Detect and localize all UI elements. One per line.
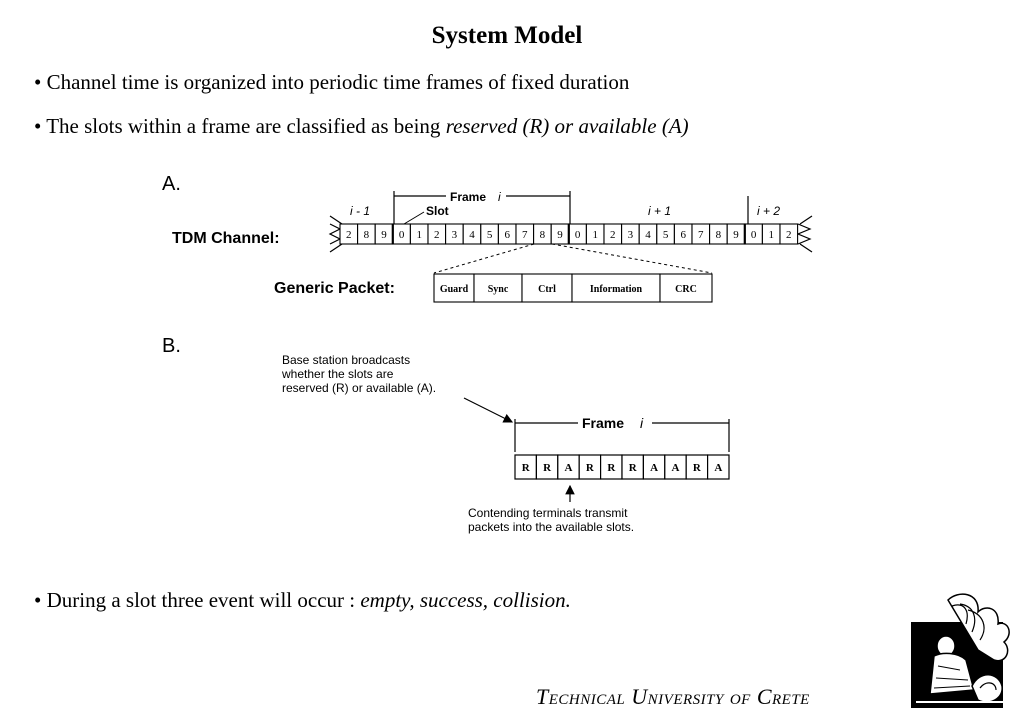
slide-title: System Model bbox=[431, 22, 583, 49]
tdm-slot-number: 8 bbox=[364, 229, 370, 241]
university-word: CRETE bbox=[756, 684, 810, 709]
channel-break-left bbox=[328, 223, 342, 245]
slot-pointer bbox=[403, 211, 425, 225]
reservation-slot-label: R bbox=[522, 462, 531, 474]
tdm-slot-number: 8 bbox=[540, 229, 546, 241]
tdm-slot-number: 1 bbox=[768, 229, 774, 241]
reservation-slot bbox=[706, 454, 730, 480]
frame-next-label: i + 1 bbox=[648, 204, 671, 218]
frame-prev-label: i - 1 bbox=[350, 204, 370, 218]
tdm-slot-number: 1 bbox=[416, 229, 422, 241]
broadcast-note-line1: Base station broadcasts bbox=[282, 353, 410, 367]
frame-i-var: i bbox=[498, 190, 501, 204]
tdm-slot-number: 6 bbox=[680, 229, 686, 241]
tdm-slot-number: 4 bbox=[469, 229, 475, 241]
reservation-slot-label: A bbox=[650, 462, 658, 474]
tdm-slot-number: 3 bbox=[628, 229, 634, 241]
packet-field bbox=[521, 273, 573, 303]
packet-field bbox=[473, 273, 523, 303]
tdm-slot-number: 0 bbox=[399, 229, 405, 241]
frame-b-var: i bbox=[640, 415, 644, 431]
frame-i-label: Frame bbox=[450, 190, 486, 204]
packet-expand-left bbox=[433, 243, 535, 274]
reservation-slot-label: R bbox=[629, 462, 638, 474]
bullet-slot-events: • During a slot three event will occur :… bbox=[34, 588, 571, 612]
packet-field-label: CRC bbox=[675, 284, 697, 295]
tdm-slot-number: 2 bbox=[346, 229, 352, 241]
university-word: TECHNICAL bbox=[536, 684, 626, 709]
packet-field bbox=[433, 273, 475, 303]
tdm-slot-number: 9 bbox=[733, 229, 739, 241]
packet-field-label: Guard bbox=[440, 284, 469, 295]
packet-field-label: Sync bbox=[488, 284, 509, 295]
tdm-slot-number: 4 bbox=[645, 229, 651, 241]
tdm-slot-number: 3 bbox=[452, 229, 458, 241]
reservation-slot-label: A bbox=[672, 462, 680, 474]
tdm-slot-number: 6 bbox=[504, 229, 510, 241]
packet-field bbox=[571, 273, 661, 303]
bullet-channel-time: • Channel time is organized into periodi… bbox=[34, 70, 630, 94]
winged-figure-logo-icon bbox=[911, 593, 1010, 708]
university-word: OF bbox=[729, 692, 751, 708]
tdm-slot-number: 5 bbox=[663, 229, 669, 241]
panel-a-label: A. bbox=[162, 173, 181, 195]
reservation-slot-label: R bbox=[607, 462, 616, 474]
slot-label: Slot bbox=[426, 204, 449, 218]
generic-packet-label: Generic Packet: bbox=[274, 280, 395, 297]
tdm-slot-number: 2 bbox=[786, 229, 792, 241]
reservation-slot-label: R bbox=[586, 462, 595, 474]
packet-expand-right bbox=[551, 243, 713, 274]
frame-next2-label: i + 2 bbox=[757, 204, 780, 218]
tdm-slot-number: 0 bbox=[751, 229, 757, 241]
reservation-slot-label: R bbox=[543, 462, 552, 474]
reservation-slot-label: A bbox=[714, 462, 722, 474]
contend-note-line1: Contending terminals transmit bbox=[468, 506, 628, 520]
generic-packet: Guard Sync Ctrl Information CRC bbox=[433, 273, 713, 303]
tdm-slot-number: 7 bbox=[522, 229, 528, 241]
tdm-channel-label: TDM Channel: bbox=[172, 230, 280, 247]
tdm-slot-number: 2 bbox=[610, 229, 616, 241]
packet-field-label: Ctrl bbox=[538, 284, 556, 295]
tdm-slot-number: 8 bbox=[716, 229, 722, 241]
reservation-slot-label: A bbox=[565, 462, 573, 474]
tdm-slot bbox=[779, 223, 799, 245]
tdm-slot-number: 0 bbox=[575, 229, 581, 241]
university-word: UNIVERSITY bbox=[631, 684, 724, 709]
panel-b-label: B. bbox=[162, 335, 181, 357]
contend-note-line2: packets into the available slots. bbox=[468, 520, 634, 534]
frame-b-label: Frame bbox=[582, 415, 624, 431]
bullet-slot-classification: • The slots within a frame are classifie… bbox=[34, 114, 689, 138]
reservation-slot-label: R bbox=[693, 462, 702, 474]
university-name: TECHNICAL UNIVERSITY OF CRETE bbox=[536, 684, 810, 710]
tdm-slot-number: 9 bbox=[557, 229, 563, 241]
channel-break-right bbox=[796, 223, 812, 245]
packet-field-label: Information bbox=[590, 284, 643, 295]
tdm-slot-number: 5 bbox=[487, 229, 493, 241]
packet-field bbox=[659, 273, 713, 303]
tdm-slot-number: 9 bbox=[381, 229, 387, 241]
tdm-slot-number: 2 bbox=[434, 229, 440, 241]
tdm-slot-number: 7 bbox=[698, 229, 704, 241]
tdm-slot-number: 1 bbox=[592, 229, 598, 241]
broadcast-arrow bbox=[463, 397, 514, 423]
broadcast-note-line2: whether the slots are bbox=[281, 367, 394, 381]
broadcast-note-line3: reserved (R) or available (A). bbox=[282, 381, 436, 395]
